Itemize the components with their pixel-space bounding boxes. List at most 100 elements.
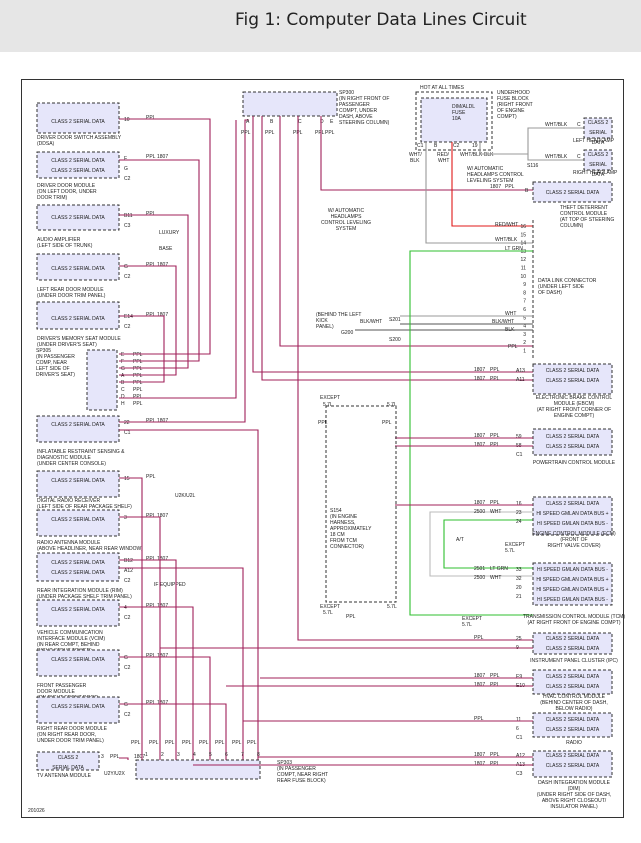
ecm-pin: 23 [516,510,522,516]
tv-box-label: CLASS 2 [58,755,79,761]
vcim-note: IF EQUIPPED [154,582,186,588]
dmsm-pin: C2 [124,324,131,330]
pcm-wire: PPL [490,442,500,448]
s154-description: APPROXIMATELY [330,526,372,532]
ddsa-pin: 10 [124,117,130,123]
lrdm-pin: C2 [124,274,131,280]
rim-wire-circuit: 1807 [157,556,168,562]
amp-description: AUDIO AMPLIFIER [37,237,81,243]
dim-pin: C3 [516,771,523,777]
sp303-wire: PPL [247,740,257,746]
sp300-wire: PPL [265,130,275,136]
fuse-note: LEVELING SYSTEM [467,178,513,184]
tv-wire-color: PPL [110,754,120,760]
sp303-pin: 3 [177,752,180,758]
fuse-wire: WHT [438,158,449,164]
ipc-description: INSTRUMENT PANEL CLUSTER (IPC) [530,658,618,664]
drr-note: U2K/U2L [175,493,196,499]
sp303-wire: PPL [199,740,209,746]
ddm-description: DRIVER DOOR MODULE [37,183,96,189]
sp303-pin: 2 [161,752,164,758]
sp305-wire: PPL [133,359,143,365]
fpdm-wire-color: PPL [146,653,156,659]
tdcm-wire: 1807 [490,184,501,190]
rrdm-wire-color: PPL [146,700,156,706]
fuse-pin: C1 [417,143,424,149]
sp305-pin: B [121,380,125,386]
ddsa-description: (DDSA) [37,141,55,147]
dim-description: INSULATOR PANEL) [550,804,598,810]
left-headlamp-description: LEFT HEADLAMP [573,138,615,144]
tcm-pin: 20 [516,585,522,591]
wire-gmlan-wht [429,511,533,577]
tcm-note-except: 5.7L [462,622,472,628]
sp300-description: DASH, ABOVE [339,114,373,120]
dlc-description: (UNDER LEFT SIDE [538,284,585,290]
sdm-box-label: CLASS 2 SERIAL DATA [51,422,105,428]
ram-description: (ABOVE HEADLINER, NEAR REAR WINDOW) [37,546,143,552]
dim-description: ABOVE RIGHT CLOSEOUT/ [542,798,607,804]
ecm-wire: PPL [490,500,500,506]
dmsm-description: DRIVER'S MEMORY SEAT MODULE [37,336,121,342]
sp303-description: REAR FUSE BLOCK) [277,778,326,784]
fpdm-description: FRONT PASSENGER [37,683,87,689]
dim-wire: PPL [490,752,500,758]
fuse-wire: RED/ [437,152,450,158]
ipc-module-box [532,632,613,655]
wire-to-sp303 [119,429,259,760]
sp303-wire: PPL [149,740,159,746]
wire-wht-blk-dlc14 [425,142,533,244]
lrdm-wire-color: PPL [146,262,156,268]
fuse-label: DIM/ALDL [452,104,475,110]
ecm-note-at: A/T [456,537,464,543]
ram-description: RADIO ANTENNA MODULE [37,540,101,546]
ram-wire-circuit: 1807 [157,513,168,519]
sp300-wire: PPL [241,130,251,136]
tv-pin: 3 [101,754,104,760]
sp305-wire: PPL [133,401,143,407]
fuse-note: HEADLAMPS CONTROL [467,172,524,178]
lrdm-box-label: CLASS 2 SERIAL DATA [51,266,105,272]
sp300-pin: E [330,119,334,125]
hvac-wire: PPL [490,682,500,688]
wire-tv [119,757,129,760]
dim-description: (UNDER RIGHT SIDE OF DASH, [537,792,611,798]
hvac-description: HVAC CONTROL MODULE [543,694,606,700]
rim-pin: B12 [124,558,133,564]
drr-module-box [36,470,120,498]
rrdm-description: UNDER DOOR TRIM PANEL) [37,738,104,744]
tcm-pin: 21 [516,594,522,600]
hvac-pin: E9 [516,674,522,680]
dlc-note: SYSTEM [336,226,357,232]
fpdm-description: DOOR MODULE [37,689,75,695]
dlc-pin: 16 [520,224,526,230]
dlc-wire-label: BLK/WHT [492,319,514,325]
rim-description: REAR INTEGRATION MODULE (RIM) [37,588,123,594]
ram-box-label: CLASS 2 SERIAL DATA [51,517,105,523]
pcm-box-label: CLASS 2 SERIAL DATA [546,434,600,440]
dmsm-wire-color: PPL [146,312,156,318]
tv-box-label: SERIAL DATA [52,765,84,771]
ecm-box-label: HI SPEED GMLAN DATA BUS - [537,521,608,527]
dlc-pin: 12 [520,257,526,263]
dlc-pin: 6 [523,307,526,313]
sp300-description: PASSENGER [339,102,370,108]
sp300-pin: A [246,119,250,125]
left-headlamp-box [583,117,613,139]
pcm-box-label: CLASS 2 SERIAL DATA [546,444,600,450]
fuse-block-description: COMPT) [497,114,517,120]
ebcm-pin: A13 [516,368,525,374]
sp305-description: (IN PASSENGER [36,354,75,360]
radio-box-label: CLASS 2 SERIAL DATA [546,727,600,733]
fpdm-module-box [36,649,120,677]
ebcm-module-box [532,363,613,395]
rrdm-pin: C2 [124,712,131,718]
radio-pin: 11 [516,717,521,723]
sp300-pin: D [320,119,324,125]
ebcm-wire: 1807 [474,376,485,382]
dim-description: DASH INTEGRATION MODULE [538,780,611,786]
ddm-description: DOOR TRIM) [37,195,68,201]
left-headlamp-pin: C [577,122,581,128]
tdcm-wire: PPL [505,184,515,190]
